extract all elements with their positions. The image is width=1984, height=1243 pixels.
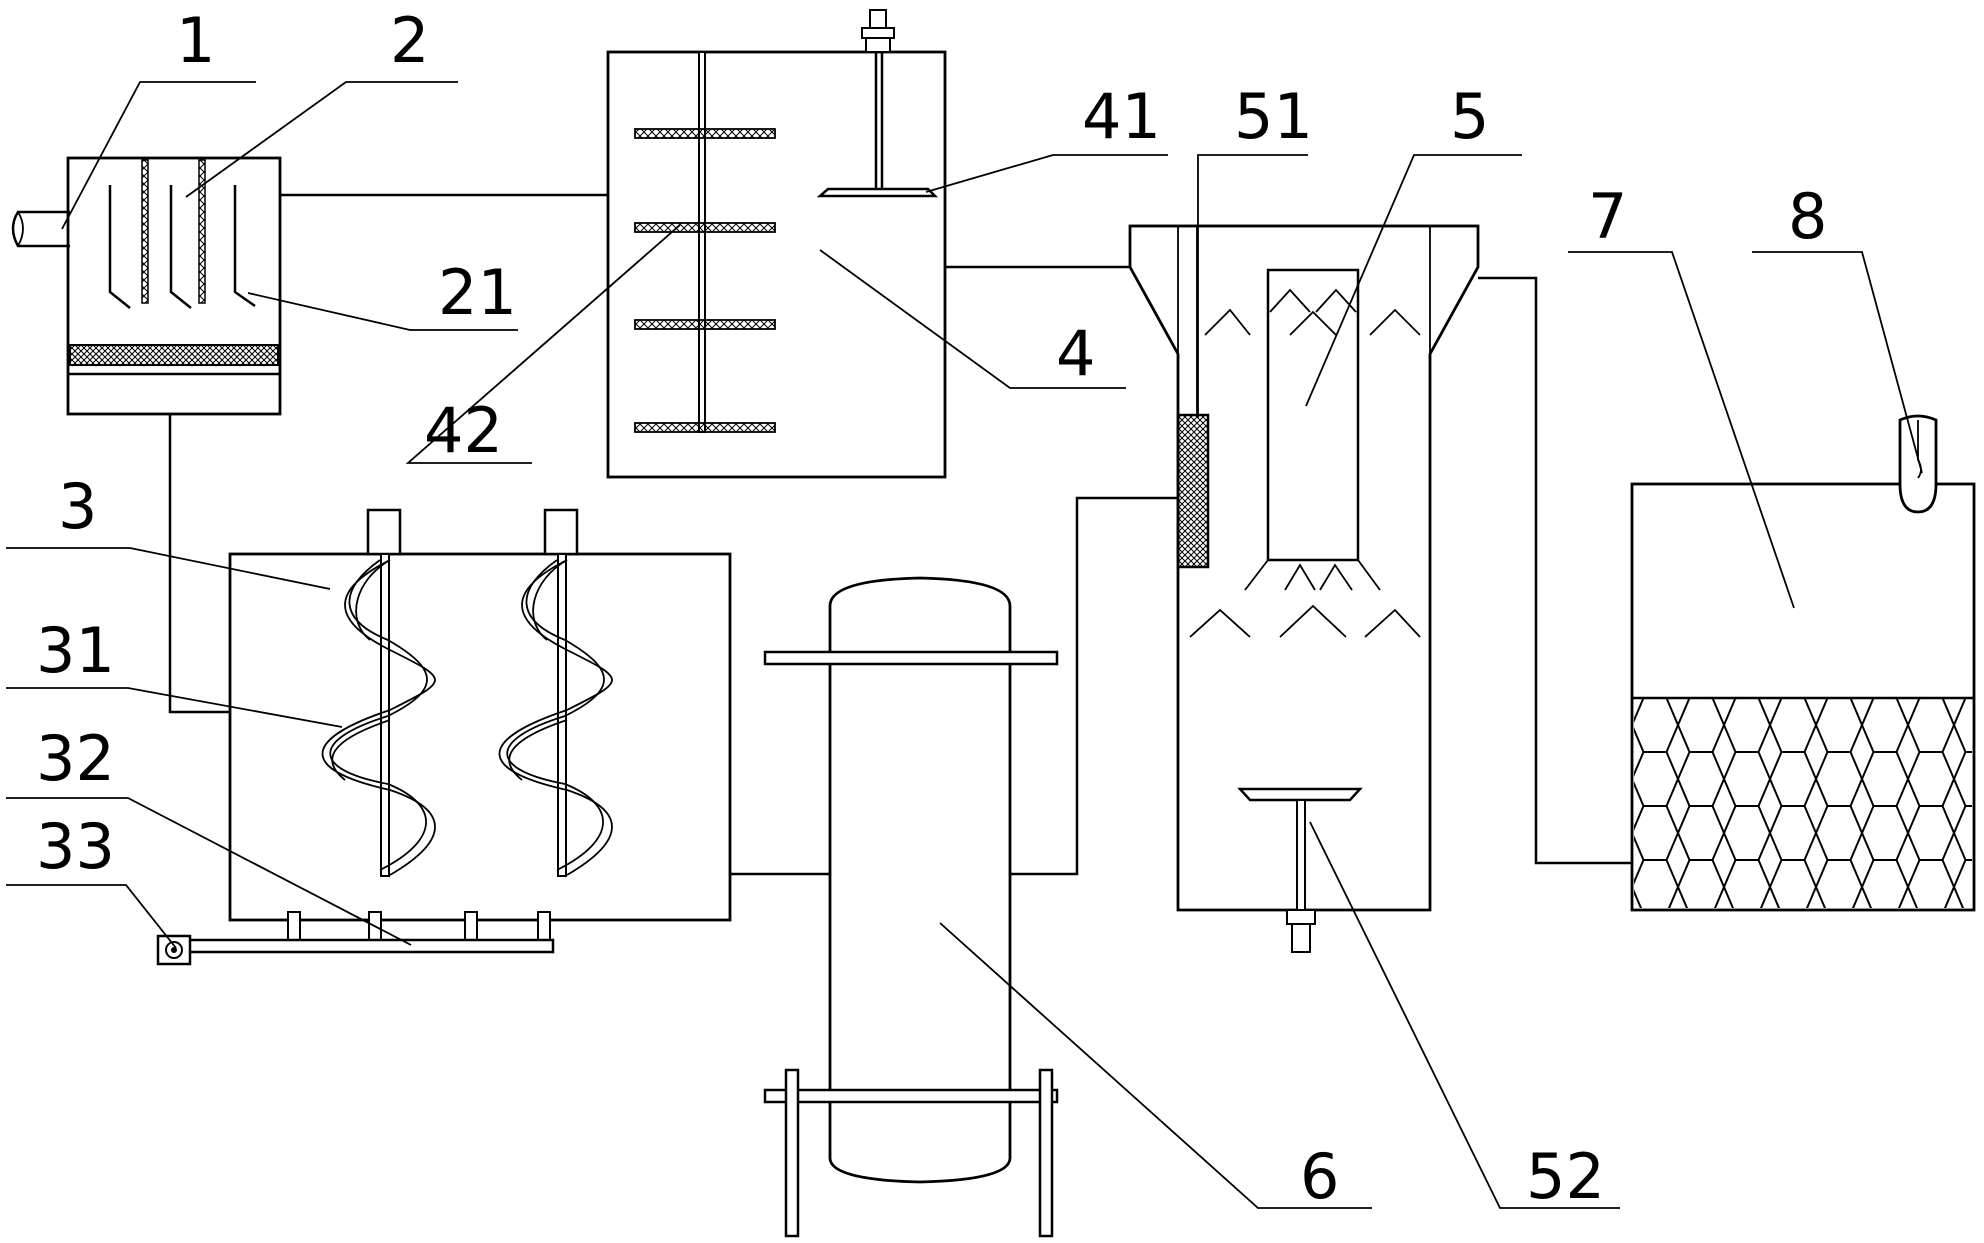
- label-4: 4: [1056, 317, 1095, 390]
- label-3: 3: [58, 470, 97, 543]
- column-reactor: [763, 576, 1059, 1238]
- aerator-4: [816, 9, 939, 198]
- inlet-pipe: [11, 210, 70, 248]
- label-41: 41: [1082, 80, 1161, 153]
- bottom-aerator: [1237, 787, 1363, 953]
- filter-tank: [1630, 414, 1976, 912]
- label-51: 51: [1234, 80, 1313, 153]
- label-1: 1: [176, 4, 215, 77]
- blower-33: [156, 934, 192, 966]
- spiral-right: [498, 559, 613, 876]
- label-2: 2: [390, 4, 429, 77]
- label-33: 33: [36, 810, 115, 883]
- label-32: 32: [36, 722, 115, 795]
- screen-plates: [108, 159, 256, 309]
- connecting-pipes: [168, 193, 1632, 876]
- mixing-tank: [606, 9, 947, 479]
- label-6: 6: [1300, 1140, 1339, 1213]
- label-21: 21: [438, 256, 517, 329]
- number-labels: 1 2 21 3 31 32 33 4 41 42 5 51 52 6 7 8: [36, 4, 1827, 1213]
- label-52: 52: [1526, 1140, 1605, 1213]
- label-5: 5: [1450, 80, 1489, 153]
- screen-chamber: [11, 156, 282, 416]
- settling-tank: [1128, 224, 1480, 953]
- spiral-mixer: [156, 508, 732, 966]
- shaft-with-paddles: [634, 51, 776, 433]
- spiral-left: [321, 559, 436, 876]
- label-7: 7: [1588, 180, 1627, 253]
- vent-pipe: [1898, 414, 1938, 514]
- label-42: 42: [424, 394, 503, 467]
- label-31: 31: [36, 614, 115, 687]
- label-8: 8: [1788, 180, 1827, 253]
- leader-lines: [6, 81, 1923, 1209]
